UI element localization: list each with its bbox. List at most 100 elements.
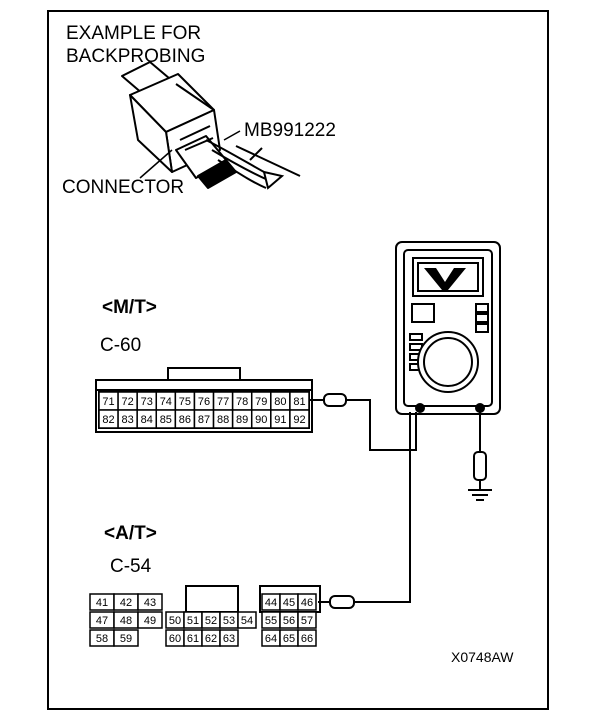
- pin-cell: 57: [297, 611, 317, 629]
- pin-cell: 77: [212, 391, 234, 411]
- pin-cell: 42: [113, 593, 139, 611]
- pin-number: 75: [179, 396, 191, 408]
- tool-leader-line: [223, 130, 241, 141]
- pin-cell: 72: [117, 391, 138, 411]
- pin-number: 72: [122, 396, 134, 408]
- pin-cell: 71: [98, 391, 119, 411]
- pin-number: 84: [141, 414, 153, 426]
- figure-code: X0748AW: [451, 649, 514, 665]
- pin-number: 56: [283, 615, 295, 627]
- pin-number: 80: [274, 396, 286, 408]
- pin-cell: 74: [155, 391, 177, 411]
- pin-number: 91: [274, 414, 286, 426]
- pin-number: 55: [265, 615, 277, 627]
- tool-label: MB991222: [244, 120, 336, 141]
- pin-cell: 89: [231, 409, 253, 429]
- pin-cell: 44: [261, 593, 281, 611]
- at-probe: [318, 412, 411, 609]
- pin-number: 83: [122, 414, 134, 426]
- pin-number: 41: [96, 597, 108, 609]
- connector-leader-line: [139, 149, 173, 179]
- pin-number: 53: [223, 615, 235, 627]
- pin-cell: 54: [237, 611, 257, 629]
- pin-number: 48: [120, 615, 132, 627]
- pin-number: 85: [160, 414, 172, 426]
- pin-number: 90: [255, 414, 267, 426]
- pin-number: 81: [293, 396, 305, 408]
- pin-number: 46: [301, 597, 313, 609]
- pin-cell: 66: [297, 629, 317, 647]
- pin-cell: 65: [279, 629, 299, 647]
- pin-cell: 47: [89, 611, 115, 629]
- pin-cell: 83: [117, 409, 138, 429]
- ground-lead: [468, 412, 492, 501]
- pin-number: 43: [144, 597, 156, 609]
- at-connector-id: C-54: [110, 556, 152, 577]
- pin-number: 52: [205, 615, 217, 627]
- pin-number: 88: [217, 414, 229, 426]
- example-title-line2: BACKPROBING: [66, 46, 206, 67]
- pin-cell: 80: [270, 391, 291, 411]
- pin-cell: 92: [289, 409, 310, 429]
- pin-cell: 81: [289, 391, 310, 411]
- pin-number: 86: [179, 414, 191, 426]
- figure-frame: [47, 10, 549, 710]
- pin-cell: 76: [193, 391, 215, 411]
- pin-number: 66: [301, 633, 313, 645]
- pin-cell: 45: [279, 593, 299, 611]
- pin-number: 60: [169, 633, 181, 645]
- pin-cell: 59: [113, 629, 139, 647]
- multimeter: [395, 241, 501, 415]
- pin-number: 73: [141, 396, 153, 408]
- pin-cell: 82: [98, 409, 119, 429]
- connector-label: CONNECTOR: [62, 177, 185, 198]
- pin-cell: 79: [250, 391, 272, 411]
- pin-number: 54: [241, 615, 253, 627]
- probe-tool-illustration: [205, 139, 301, 190]
- pin-cell: 61: [183, 629, 203, 647]
- pin-cell: 88: [212, 409, 234, 429]
- pin-number: 42: [120, 597, 132, 609]
- pin-cell: 58: [89, 629, 115, 647]
- pin-cell: 64: [261, 629, 281, 647]
- pin-number: 49: [144, 615, 156, 627]
- pin-number: 74: [160, 396, 172, 408]
- pin-number: 77: [217, 396, 229, 408]
- pin-cell: 55: [261, 611, 281, 629]
- pin-cell: 43: [137, 593, 163, 611]
- pin-number: 51: [187, 615, 199, 627]
- pin-cell: 73: [136, 391, 158, 411]
- pin-number: 50: [169, 615, 181, 627]
- pin-number: 58: [96, 633, 108, 645]
- pin-cell: 49: [137, 611, 163, 629]
- pin-number: 61: [187, 633, 199, 645]
- pin-number: 82: [102, 414, 114, 426]
- pin-cell: 63: [219, 629, 239, 647]
- pin-cell: 56: [279, 611, 299, 629]
- mt-heading: <M/T>: [102, 297, 157, 318]
- pin-cell: 75: [174, 391, 196, 411]
- pin-number: 47: [96, 615, 108, 627]
- pin-cell: 60: [165, 629, 185, 647]
- pin-cell: 87: [193, 409, 215, 429]
- pin-cell: 46: [297, 593, 317, 611]
- pin-number: 87: [198, 414, 210, 426]
- pin-number: 79: [255, 396, 267, 408]
- pin-cell: 51: [183, 611, 203, 629]
- pin-cell: 52: [201, 611, 221, 629]
- pin-cell: 78: [231, 391, 253, 411]
- pin-cell: 90: [250, 409, 272, 429]
- example-title-line1: EXAMPLE FOR: [66, 23, 202, 44]
- pin-cell: 84: [136, 409, 158, 429]
- pin-cell: 41: [89, 593, 115, 611]
- at-heading: <A/T>: [104, 523, 157, 544]
- pin-number: 89: [236, 414, 248, 426]
- pin-number: 65: [283, 633, 295, 645]
- pin-number: 59: [120, 633, 132, 645]
- pin-number: 62: [205, 633, 217, 645]
- pin-number: 57: [301, 615, 313, 627]
- pin-number: 92: [293, 414, 305, 426]
